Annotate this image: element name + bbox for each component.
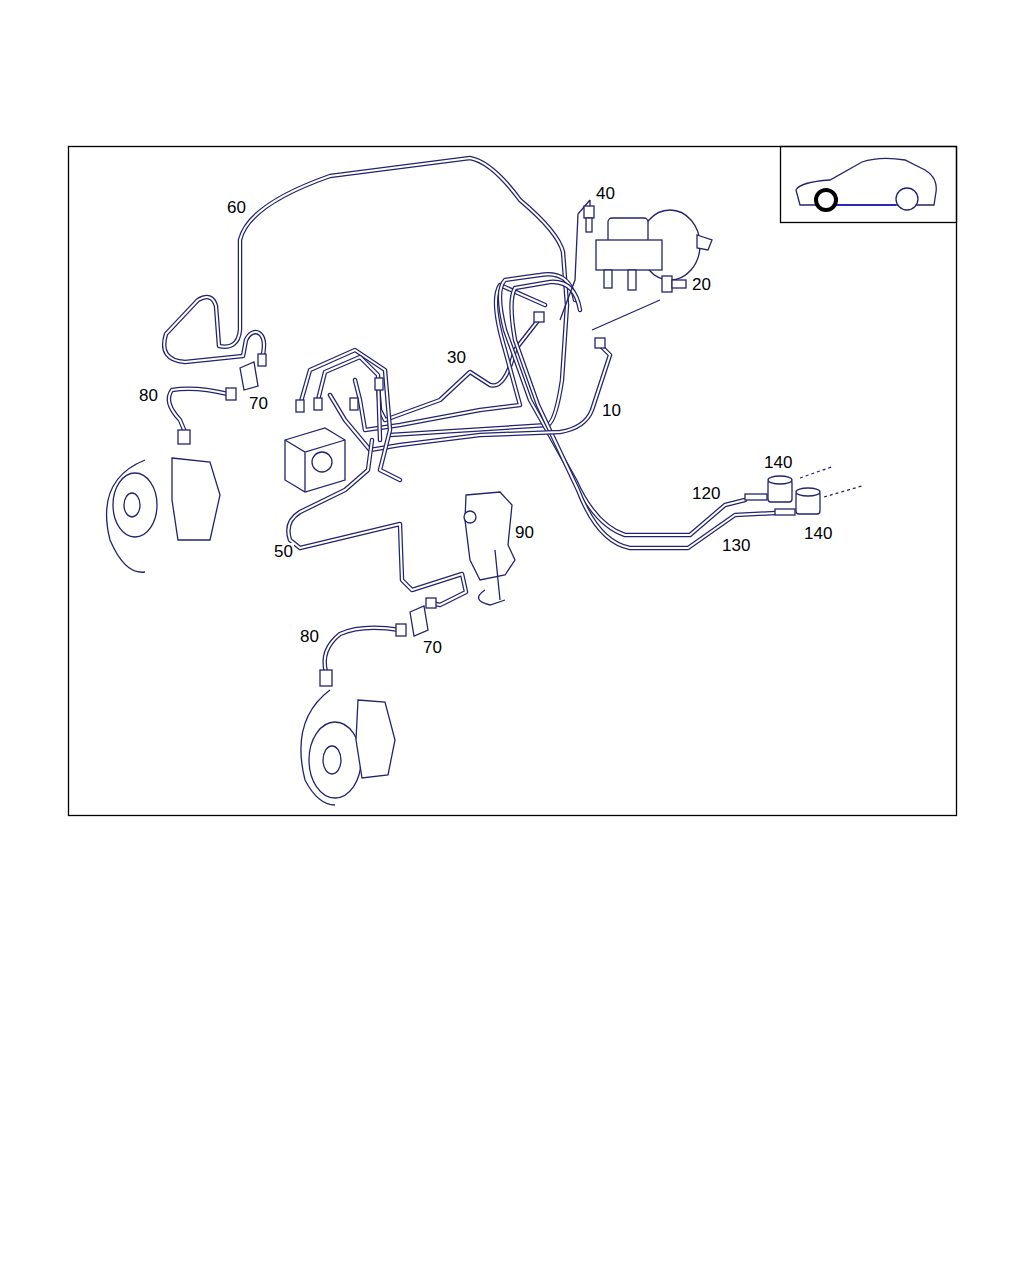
- callout-number: 120: [691, 485, 721, 503]
- callout-number: 140: [803, 525, 833, 543]
- callout-number: 60: [226, 199, 247, 217]
- callout-number: 80: [138, 387, 159, 405]
- callout-number: 40: [595, 185, 616, 203]
- callout-number: 90: [514, 524, 535, 542]
- callout-number: 70: [422, 639, 443, 657]
- callout-number: 30: [446, 349, 467, 367]
- callout-number: 70: [248, 395, 269, 413]
- callout-number: 20: [691, 276, 712, 294]
- callout-number: 130: [721, 537, 751, 555]
- callout-number: 140: [763, 454, 793, 472]
- callout-number: 80: [299, 628, 320, 646]
- callout-number: 10: [601, 402, 622, 420]
- callout-number: 50: [273, 543, 294, 561]
